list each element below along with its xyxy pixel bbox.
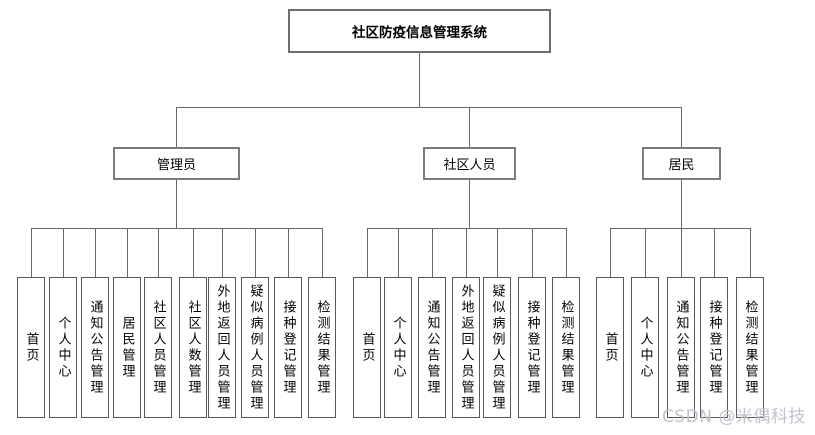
connector-line: [322, 228, 323, 277]
branch-node-admin: 管理员: [113, 147, 240, 180]
branch-label: 社区人员: [443, 158, 496, 173]
leaf-label: 个人中心: [55, 315, 71, 380]
leaf-node: 接种登记管理: [700, 277, 728, 418]
leaf-label: 通知公告管理: [87, 299, 103, 396]
leaf-node: 外地返回人员管理: [452, 277, 480, 418]
root-label: 社区防疫信息管理系统: [352, 25, 487, 41]
connector-line: [469, 180, 470, 228]
connector-line: [419, 53, 420, 107]
leaf-node: 外地返回人员管理: [208, 277, 236, 418]
branch-node-community-staff: 社区人员: [423, 147, 516, 180]
connector-line: [158, 228, 159, 277]
leaf-node: 通知公告管理: [667, 277, 695, 418]
leaf-label: 首页: [359, 331, 375, 364]
connector-line: [31, 228, 323, 229]
leaf-node: 通知公告管理: [81, 277, 109, 418]
leaf-label: 检测结果管理: [314, 299, 330, 396]
leaf-node: 通知公告管理: [418, 277, 446, 418]
connector-line: [469, 107, 470, 147]
leaf-node: 个人中心: [384, 277, 412, 418]
connector-line: [31, 228, 32, 277]
connector-line: [176, 107, 682, 108]
leaf-label: 外地返回人员管理: [214, 283, 230, 412]
leaf-node: 社区人员管理: [144, 277, 172, 418]
leaf-label: 接种登记管理: [706, 299, 722, 396]
connector-line: [532, 228, 533, 277]
leaf-label: 居民管理: [119, 315, 135, 380]
connector-line: [750, 228, 751, 277]
leaf-node: 首页: [17, 277, 45, 418]
connector-line: [367, 228, 567, 229]
leaf-node: 检测结果管理: [308, 277, 336, 418]
connector-line: [222, 228, 223, 277]
leaf-label: 个人中心: [390, 315, 406, 380]
leaf-node: 个人中心: [49, 277, 77, 418]
leaf-node: 个人中心: [631, 277, 659, 418]
leaf-label: 接种登记管理: [524, 299, 540, 396]
connector-line: [127, 228, 128, 277]
connector-line: [63, 228, 64, 277]
connector-line: [681, 180, 682, 228]
leaf-node: 接种登记管理: [274, 277, 302, 418]
connector-line: [95, 228, 96, 277]
leaf-label: 个人中心: [637, 315, 653, 380]
leaf-label: 疑似病例人员管理: [489, 283, 505, 412]
leaf-label: 疑似病例人员管理: [247, 283, 263, 412]
leaf-label: 接种登记管理: [280, 299, 296, 396]
branch-node-resident: 居民: [642, 147, 721, 180]
leaf-node: 疑似病例人员管理: [483, 277, 511, 418]
leaf-label: 外地返回人员管理: [458, 283, 474, 412]
leaf-label: 检测结果管理: [742, 299, 758, 396]
connector-line: [255, 228, 256, 277]
connector-line: [176, 180, 177, 228]
connector-line: [714, 228, 715, 277]
connector-line: [193, 228, 194, 277]
connector-line: [645, 228, 646, 277]
branch-label: 管理员: [156, 158, 196, 173]
leaf-node: 首页: [353, 277, 381, 418]
connector-line: [367, 228, 368, 277]
connector-line: [398, 228, 399, 277]
branch-label: 居民: [668, 158, 695, 173]
connector-line: [681, 228, 682, 277]
connector-line: [176, 107, 177, 147]
connector-line: [466, 228, 467, 277]
watermark: CSDN @米偶科技: [662, 407, 806, 427]
leaf-node: 首页: [596, 277, 624, 418]
connector-line: [432, 228, 433, 277]
connector-line: [288, 228, 289, 277]
connector-line: [566, 228, 567, 277]
connector-line: [681, 107, 682, 147]
leaf-node: 接种登记管理: [518, 277, 546, 418]
leaf-label: 社区人数管理: [185, 299, 201, 396]
connector-line: [610, 228, 611, 277]
leaf-label: 通知公告管理: [673, 299, 689, 396]
connector-line: [610, 228, 751, 229]
leaf-label: 通知公告管理: [424, 299, 440, 396]
leaf-label: 首页: [602, 331, 618, 364]
leaf-label: 首页: [23, 331, 39, 364]
leaf-node: 居民管理: [113, 277, 141, 418]
root-node: 社区防疫信息管理系统: [288, 9, 551, 53]
leaf-label: 社区人员管理: [150, 299, 166, 396]
leaf-label: 检测结果管理: [558, 299, 574, 396]
connector-line: [497, 228, 498, 277]
leaf-node: 检测结果管理: [736, 277, 764, 418]
leaf-node: 社区人数管理: [179, 277, 207, 418]
leaf-node: 疑似病例人员管理: [241, 277, 269, 418]
leaf-node: 检测结果管理: [552, 277, 580, 418]
